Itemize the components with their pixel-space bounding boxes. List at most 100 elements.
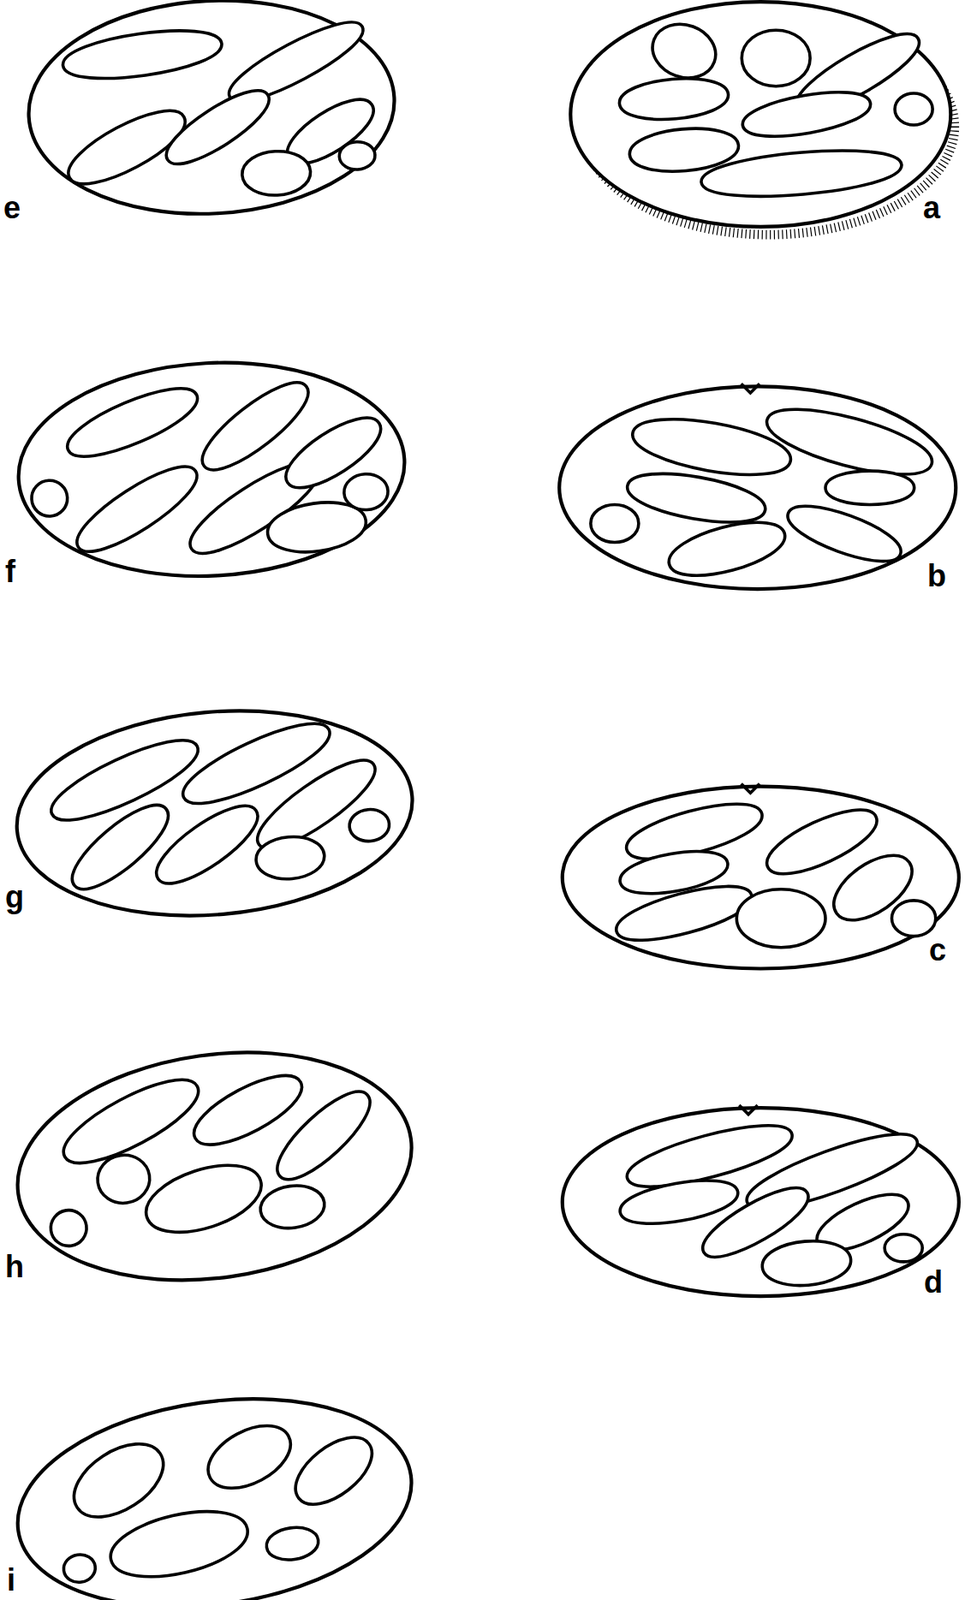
crista (786, 500, 902, 567)
crista (621, 77, 727, 120)
crista-gap (151, 798, 264, 891)
crista (351, 811, 387, 840)
crista-gap (65, 798, 174, 897)
crista (895, 904, 933, 933)
crista (244, 153, 309, 194)
outer-membrane (17, 357, 406, 582)
crista (270, 1084, 377, 1187)
crista (594, 508, 636, 540)
crista (47, 731, 202, 829)
crista (65, 1434, 171, 1527)
crista (65, 1556, 94, 1581)
crista (631, 128, 737, 173)
crista (64, 381, 200, 465)
membrane-gap (12, 699, 417, 927)
section-letter: c (929, 935, 947, 966)
crista-gap (743, 88, 870, 140)
notch (741, 783, 760, 793)
crista-gap (268, 500, 366, 554)
crista-gap (615, 880, 753, 947)
crista-gap (262, 1185, 324, 1228)
crista (108, 1504, 250, 1585)
outer-membrane (27, 0, 395, 219)
notch (738, 1105, 757, 1115)
crista-gap (594, 508, 636, 540)
crista (142, 1157, 265, 1241)
crista-gap (108, 1504, 250, 1585)
crista-gap (621, 77, 727, 120)
crista (828, 474, 911, 501)
membrane-gap (7, 1033, 422, 1300)
crista (65, 798, 174, 897)
mitochondrion (563, 383, 952, 585)
crista (52, 1212, 85, 1245)
membrane-gap (566, 1112, 955, 1293)
crista (289, 1429, 379, 1513)
outer-membrane (12, 699, 417, 927)
membrane-gap (566, 791, 955, 965)
notch (741, 383, 760, 394)
mitochondrion (12, 699, 417, 927)
crista-gap (764, 1241, 850, 1286)
section-letter: i (6, 1565, 16, 1597)
crista-gap (71, 458, 203, 560)
crista-gap (270, 1084, 377, 1187)
crista-gap (898, 96, 930, 122)
crista (887, 1238, 919, 1259)
mitochondrion (27, 0, 395, 219)
mitochondrion (566, 1105, 955, 1293)
outer-membrane (563, 391, 952, 585)
crista (615, 880, 753, 947)
crista (649, 20, 720, 83)
membrane-gap (563, 391, 952, 585)
outer-membrane (566, 791, 955, 965)
membrane-gap (9, 1380, 421, 1600)
outer-membrane (7, 1033, 422, 1300)
crista (342, 144, 373, 167)
section-letter: d (923, 1267, 943, 1299)
crista-gap (34, 483, 65, 514)
crista (744, 33, 807, 83)
crista-gap (64, 381, 200, 465)
crista-gap (142, 1157, 265, 1241)
crista-gap (268, 1528, 317, 1560)
crista-gap (649, 20, 720, 83)
crista-gap (631, 128, 737, 173)
section-letter: e (3, 192, 21, 224)
crista-gap (289, 1429, 379, 1513)
mitochondrion (17, 357, 406, 582)
crista (627, 469, 765, 527)
crista (202, 1417, 297, 1496)
crista-gap (98, 1155, 149, 1204)
crista-gap (65, 1434, 171, 1527)
section-letter: h (5, 1251, 24, 1283)
crista-gap (342, 144, 373, 167)
crista (190, 1067, 307, 1153)
crista-gap (351, 811, 387, 840)
section-letter: a (923, 192, 941, 224)
crista-gap (346, 476, 386, 508)
section-letter: g (5, 881, 24, 913)
crista-gap (744, 33, 807, 83)
mitochondrion (566, 783, 955, 965)
crista-gap (258, 838, 323, 879)
crista-gap (702, 148, 900, 200)
membrane-gap (17, 357, 406, 582)
crista (702, 148, 900, 200)
crista (262, 1185, 324, 1228)
outer-membrane (574, 5, 947, 223)
crista-gap (47, 731, 202, 829)
crista-gap (828, 474, 911, 501)
crista-gap (667, 517, 787, 582)
crista (765, 400, 935, 483)
crista-gap (895, 904, 933, 933)
crista (151, 798, 264, 891)
crista-gap (620, 1177, 737, 1228)
crista-gap (244, 153, 309, 194)
crista (620, 1177, 737, 1228)
section-letter: f (5, 556, 16, 588)
crista-gap (627, 469, 765, 527)
crista (268, 500, 366, 554)
outer-membrane (566, 1112, 955, 1293)
